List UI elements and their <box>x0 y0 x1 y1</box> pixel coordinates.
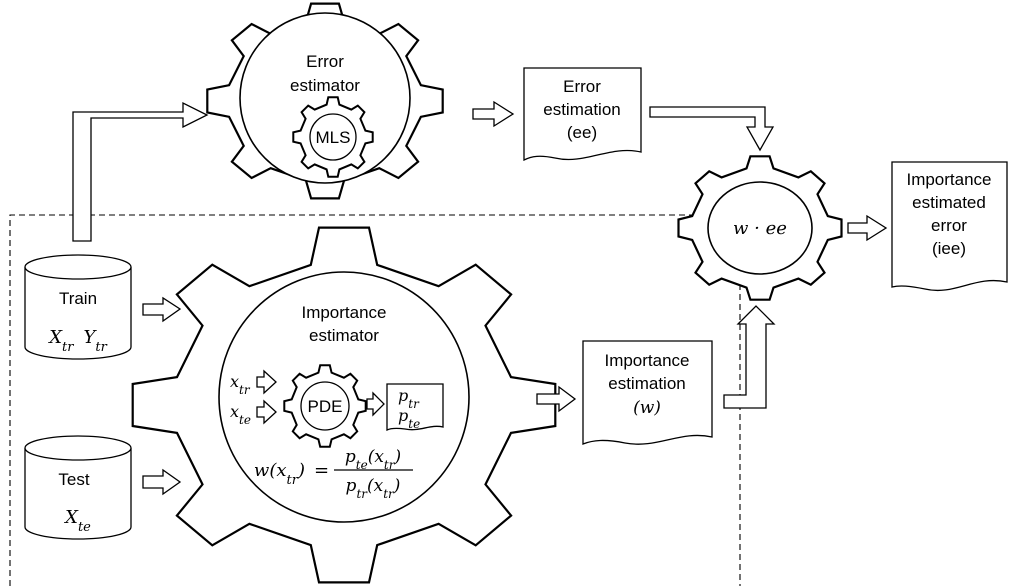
train-to-error-estimator-arrow <box>72 101 209 242</box>
importance-estimator-title: Importance <box>301 303 386 322</box>
formula-lhs-x: x <box>276 460 286 481</box>
error-estimation-to-product-arrow <box>649 106 775 152</box>
train-y-symbol: Y <box>83 327 97 348</box>
formula-num-lparen: ( <box>368 447 375 467</box>
iee-line2: estimated <box>912 193 986 212</box>
xtr-input-subscript: tr <box>239 383 251 397</box>
product-to-iee-arrow <box>847 214 888 242</box>
pde-label: PDE <box>308 397 343 416</box>
importance-estimation-document <box>582 340 713 445</box>
xtr-input-symbol: x <box>230 372 239 391</box>
formula-equals: = <box>314 460 329 481</box>
formula-den-p: p <box>346 476 357 496</box>
product-inner-ellipse <box>707 181 813 275</box>
product-label: w · ee <box>733 218 787 239</box>
formula-num-p: p <box>345 447 356 467</box>
importance-estimator-title-2: estimator <box>309 326 379 345</box>
formula-den-x-sub: tr <box>383 487 395 501</box>
train-x-subscript: tr <box>62 340 74 355</box>
test-to-importance-estimator-arrow <box>142 468 182 496</box>
error-estimation-document <box>523 67 642 162</box>
iee-line4: (iee) <box>932 239 966 258</box>
error-estimator-title: Error <box>306 52 344 71</box>
formula-den-lparen: ( <box>367 476 374 496</box>
test-label: Test <box>58 470 89 489</box>
formula-den-rparen: ) <box>393 476 401 496</box>
formula-lhs-rparen: ) <box>297 460 305 481</box>
train-y-subscript: tr <box>95 340 107 355</box>
ptr-output-symbol: p <box>398 386 408 405</box>
pde-inner-circle <box>300 381 350 431</box>
formula-num-p-sub: te <box>356 458 368 472</box>
test-x-subscript: te <box>78 520 91 535</box>
importance-estimation-line2: estimation <box>608 374 685 393</box>
formula-num-x-sub: tr <box>384 458 396 472</box>
xte-input-subscript: te <box>239 413 251 427</box>
svg-text:ptr(xtr): ptr(xtr) <box>346 476 401 501</box>
xte-input-arrow <box>256 399 277 425</box>
svg-text:w(xtr): w(xtr) <box>254 460 305 488</box>
ptr-output-label: ptr <box>398 386 420 411</box>
mls-label: MLS <box>316 128 351 147</box>
error-estimation-line3: (ee) <box>567 123 597 142</box>
ptr-output-subscript: tr <box>408 397 420 411</box>
importance-estimation-line1: Importance <box>604 351 689 370</box>
test-variables: Xte <box>63 507 91 535</box>
formula-lhs-lparen: ( <box>269 460 277 481</box>
error-estimation-line1: Error <box>563 77 601 96</box>
formula-lhs-x-sub: tr <box>287 473 299 488</box>
importance-formula: w(xtr) = pte(xtr) ptr(xtr) <box>254 447 413 501</box>
test-database <box>24 435 132 540</box>
pte-output-symbol: p <box>398 406 408 425</box>
error-estimation-line2: estimation <box>543 100 620 119</box>
mls-inner-circle <box>309 113 357 161</box>
formula-w: w <box>254 460 270 481</box>
xtr-input-label: xtr <box>230 372 251 397</box>
train-x-symbol: X <box>47 327 63 348</box>
train-label: Train <box>59 289 97 308</box>
pte-output-label: pte <box>398 406 420 431</box>
formula-num-rparen: ) <box>393 447 401 467</box>
dashed-boundary <box>9 214 741 586</box>
formula-den-p-sub: tr <box>356 487 368 501</box>
pte-output-subscript: te <box>408 417 420 431</box>
xte-input-label: xte <box>230 402 251 427</box>
xte-input-symbol: x <box>230 402 239 421</box>
xtr-input-arrow <box>256 369 277 395</box>
pde-output-arrow <box>366 391 385 417</box>
train-database <box>24 254 132 360</box>
iee-line3: error <box>931 216 967 235</box>
iee-line1: Importance <box>906 170 991 189</box>
svg-text:pte(xtr): pte(xtr) <box>345 447 401 472</box>
importance-estimation-line3: (w) <box>633 398 661 418</box>
formula-den-x: x <box>374 476 384 496</box>
formula-num-x: x <box>374 447 384 467</box>
train-to-importance-estimator-arrow <box>142 296 182 323</box>
test-x-symbol: X <box>63 507 79 528</box>
importance-estimator-to-estimation-arrow <box>536 385 577 413</box>
density-output-document <box>386 383 444 432</box>
importance-estimation-to-product-arrow <box>723 305 776 409</box>
error-estimator-title-2: estimator <box>290 76 360 95</box>
importance-estimated-error-document <box>891 161 1008 291</box>
error-estimator-to-error-estimation-arrow <box>472 100 515 128</box>
